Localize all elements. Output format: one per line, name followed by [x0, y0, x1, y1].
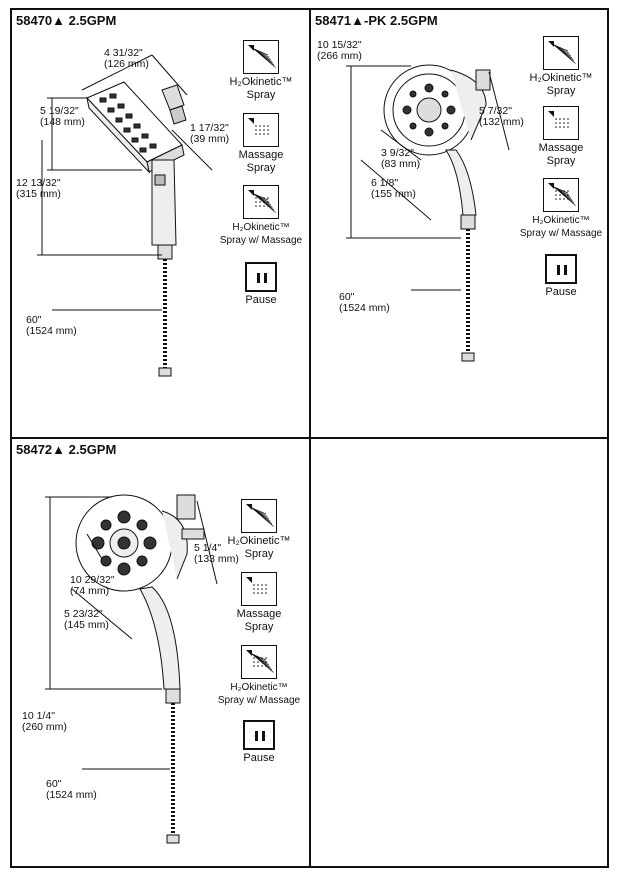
dim-head-length: 5 19/32": [40, 105, 79, 117]
spray-mode-pause: Pause: [204, 720, 314, 765]
pause-icon: [545, 254, 577, 284]
massage-spray-icon: [543, 106, 579, 140]
dim-hose: 60": [339, 291, 355, 303]
dim-height: 10 15/32": [317, 39, 362, 51]
dim-diameter-mm: (145 mm): [64, 619, 109, 631]
dim-hose-mm: (1524 mm): [46, 789, 97, 801]
showerhead-drawing-58470: [37, 54, 213, 377]
dim-height: 12 13/32": [16, 177, 61, 189]
pause-icon: [243, 720, 275, 750]
model-title: 58472▲ 2.5GPM: [16, 442, 117, 457]
dim-face-mm: (83 mm): [381, 158, 421, 170]
showerhead-drawing-58471: [346, 64, 510, 362]
dim-hose: 60": [26, 314, 42, 326]
h2okinetic-spray-icon: [241, 499, 277, 533]
panel-empty: [311, 439, 607, 866]
dim-depth-mm: (39 mm): [190, 133, 230, 145]
dim-face: 10 29/32": [70, 574, 115, 586]
model-title: 58470▲ 2.5GPM: [16, 13, 117, 28]
divider-horizontal: [12, 437, 607, 439]
dim-face-mm: (74 mm): [70, 585, 110, 597]
showerhead-drawing-58472: [45, 494, 218, 844]
dim-width-mm: (126 mm): [104, 58, 149, 70]
dim-hose-mm: (1524 mm): [26, 325, 77, 337]
dim-head-length-mm: (148 mm): [40, 116, 85, 128]
model-title: 58471▲-PK 2.5GPM: [315, 13, 438, 28]
dim-diameter: 5 23/32": [64, 608, 103, 620]
panel-58470: 58470▲ 2.5GPM: [12, 10, 309, 437]
pause-icon: [245, 262, 277, 292]
dim-hose: 60": [46, 778, 62, 790]
spec-sheet: 58470▲ 2.5GPM: [10, 8, 609, 868]
spray-mode-pause: Pause: [506, 254, 616, 299]
dim-depth-mm: (132 mm): [479, 116, 524, 128]
combo-spray-icon: [243, 185, 279, 219]
combo-spray-icon: [543, 178, 579, 212]
h2okinetic-spray-icon: [243, 40, 279, 74]
dim-height-mm: (266 mm): [317, 50, 362, 62]
spray-mode-pause: Pause: [206, 262, 316, 307]
dim-height: 10 1/4": [22, 710, 55, 722]
dim-depth-mm: (133 mm): [194, 553, 239, 565]
panel-58471-pk: 58471▲-PK 2.5GPM: [311, 10, 607, 437]
dim-width: 4 31/32": [104, 47, 143, 59]
dim-diameter: 6 1/8": [371, 177, 399, 189]
massage-spray-icon: [243, 113, 279, 147]
dim-height-mm: (260 mm): [22, 721, 67, 733]
dim-depth: 5 7/32": [479, 105, 512, 117]
combo-spray-icon: [241, 645, 277, 679]
dim-depth: 5 1/4": [194, 542, 222, 554]
dim-height-mm: (315 mm): [16, 188, 61, 200]
massage-spray-icon: [241, 572, 277, 606]
dim-face: 3 9/32": [381, 147, 414, 159]
dim-diameter-mm: (155 mm): [371, 188, 416, 200]
dim-depth: 1 17/32": [190, 122, 229, 134]
h2okinetic-spray-icon: [543, 36, 579, 70]
dim-hose-mm: (1524 mm): [339, 302, 390, 314]
panel-58472: 58472▲ 2.5GPM: [12, 439, 309, 866]
